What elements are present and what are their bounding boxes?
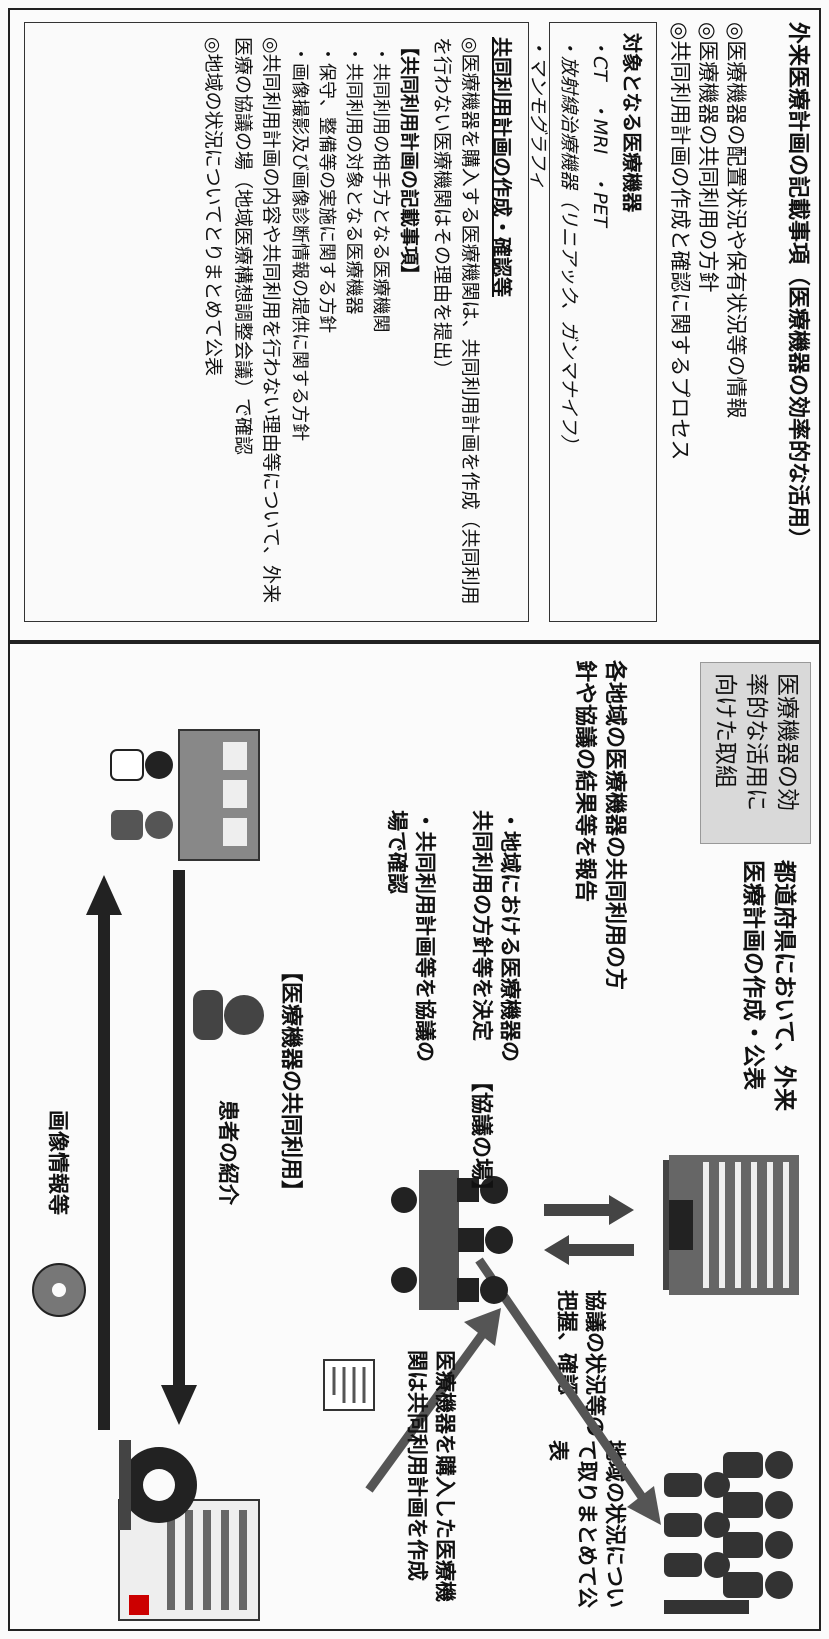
target-equipment-line: ・マンモグラフィ <box>527 37 549 189</box>
forum-label: 【協議の場】 <box>468 1070 493 1203</box>
people-group-icon <box>664 1451 793 1614</box>
plan-sub-item: ・画像撮影及び画像診断情報の提供に関する方針 <box>288 45 310 441</box>
clinic-icon <box>110 729 260 861</box>
left-heading: 外来医療計画の記載事項（医療機器の効率的な活用） <box>785 22 810 551</box>
purchase-text: 医療機器を購入した医療機関は共同利用計画を作成 <box>404 1350 457 1602</box>
plan-sub-item: ・共同利用の相手方となる医療機関 <box>369 45 391 333</box>
referral-label: 患者の紹介 <box>216 1100 240 1205</box>
document-icon <box>323 1359 375 1411</box>
publish-arrow <box>475 1257 661 1525</box>
decide-item: ・共同利用計画等を協議の場で確認 <box>384 810 437 1062</box>
prefecture-text: 都道府県において、外来医療計画の作成・公表 <box>739 860 797 1112</box>
plan-para-3: ◎地域の状況についてとりまとめて公表 <box>202 37 225 377</box>
disc-icon <box>32 1263 86 1317</box>
report-arrows <box>544 1195 634 1265</box>
decide-item: ・地域における医療機器の共同利用の方針等を決定 <box>469 810 522 1062</box>
plan-sub-item: ・共同利用の対象となる医療機器 <box>342 45 364 315</box>
plan-para-2: ◎共同利用計画の内容や共同利用を行わない理由等について、外来医療の協議の場（地域… <box>231 37 282 604</box>
plan-box: 共同利用計画の作成・確認等 ◎医療機器を購入する医療機関は、共同利用計画を作成（… <box>24 22 529 622</box>
image-info-label: 画像情報等 <box>46 1110 70 1215</box>
target-equipment-box: 対象となる医療機器 ・CT ・MRI ・PET ・放射線治療機器（リニアック、ガ… <box>527 22 657 622</box>
bullet-item: ◎医療機器の共同利用の方針 <box>696 22 720 293</box>
column-divider <box>8 640 821 644</box>
plan-sub-item: ・保守、整備等の実施に関する方針 <box>315 45 337 333</box>
plan-para-1: ◎医療機器を購入する医療機関は、共同利用計画を作成（共同利用を行わない医療機関は… <box>431 37 481 605</box>
patient-icon <box>193 990 264 1040</box>
purchase-arrow <box>365 1308 501 1493</box>
plan-subsection-title: 【共同利用計画の記載事項】 <box>397 37 420 285</box>
report-text: 各地域の医療機器の共同利用の方針や協議の結果等を報告 <box>572 660 627 991</box>
bullet-item: ◎共同利用計画の作成と確認に関するプロセス <box>668 22 692 461</box>
plan-box-title: 共同利用計画の作成・確認等 <box>490 37 514 297</box>
meeting-icon <box>391 1170 513 1310</box>
target-equipment-title: 対象となる医療機器 <box>620 33 644 213</box>
share-label: 【医療機器の共同利用】 <box>278 960 303 1203</box>
bullet-item: ◎医療機器の配置状況や保有状況等の情報 <box>724 22 748 419</box>
target-equipment-line: ・CT ・MRI ・PET <box>589 37 611 228</box>
exchange-arrows <box>86 870 197 1430</box>
target-equipment-line: ・放射線治療機器（リニアック、ガンマナイフ） <box>558 37 580 454</box>
office-building-icon <box>663 1155 799 1295</box>
panel-title: 医療機器の効率的な活用に向けた取組 <box>699 662 811 844</box>
hospital-ct-icon <box>118 1440 260 1621</box>
